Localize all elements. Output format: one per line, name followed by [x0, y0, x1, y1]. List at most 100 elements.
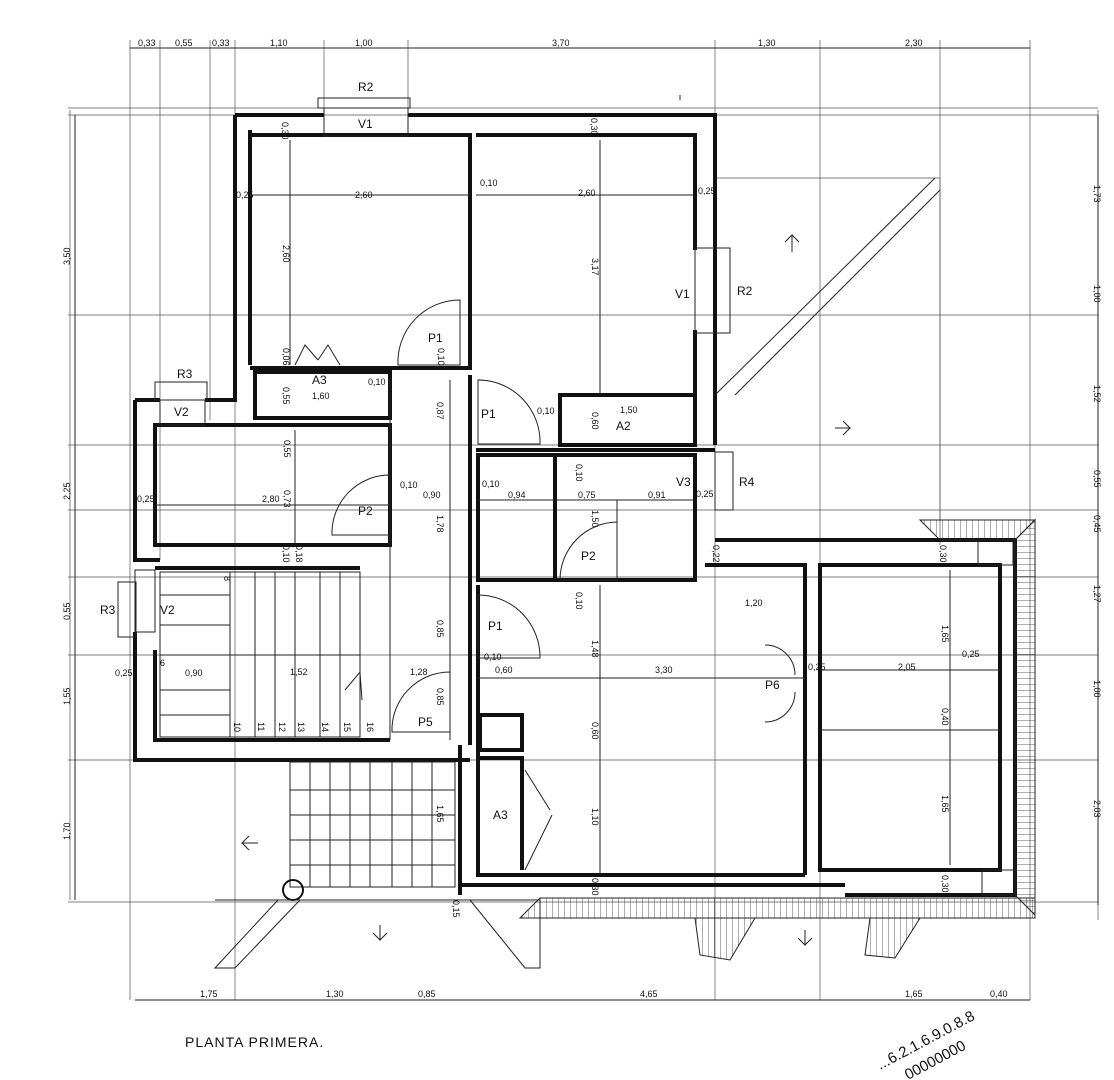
- step-number: 8: [222, 576, 232, 581]
- top-dimensions: 0,33 0,55 0,33 1,10 1,00 3,70 1,30 2,30: [138, 38, 923, 48]
- interior-dim: 0,10: [368, 377, 386, 387]
- bottom-dim: 0,40: [990, 989, 1008, 999]
- interior-dim: 0,55: [282, 440, 292, 458]
- window-label: V1: [358, 117, 373, 131]
- interior-dim: 0,90: [185, 668, 203, 678]
- interior-dim: 2,60: [578, 188, 596, 198]
- interior-dim: 0,30: [589, 118, 599, 136]
- interior-dim: 0,60: [590, 722, 600, 740]
- doors: [294, 299, 796, 871]
- interior-dim: 1,60: [312, 391, 330, 401]
- interior-dim: 0,06: [281, 348, 291, 366]
- left-dim: 1,70: [62, 822, 72, 840]
- interior-dim: 0,25: [236, 190, 254, 200]
- interior-dim: 2,60: [355, 190, 373, 200]
- interior-dim: 0,85: [435, 688, 445, 706]
- interior-dim: 2,05: [898, 662, 916, 672]
- right-dim: 2,03: [1092, 800, 1102, 818]
- interior-dim: 0,75: [578, 490, 596, 500]
- interior-dim: 0,30: [280, 122, 290, 140]
- interior-dimensions: 0,30 0,30 0,25 2,60 0,10 2,60 2,60 3,17 …: [115, 118, 980, 918]
- left-dim: 3,50: [62, 247, 72, 265]
- right-dim: 0,55: [1092, 470, 1102, 488]
- plan-title: PLANTA PRIMERA.: [185, 1034, 324, 1050]
- windows: [117, 97, 734, 638]
- column-marker: [282, 879, 304, 901]
- interior-dim: 0,25: [698, 186, 716, 196]
- step-number: 6: [160, 658, 165, 668]
- interior-dim: 3,30: [655, 665, 673, 675]
- door-label: P5: [418, 715, 433, 729]
- interior-dim: 1,52: [290, 667, 308, 677]
- opening-labels: R2 V1 R2 V1 P1 A3 P1 A2 R3 V2 P2 V3 R4 P…: [100, 80, 780, 822]
- interior-dim: 1,28: [410, 667, 428, 677]
- interior-dim: 0,10: [400, 480, 418, 490]
- left-dim: 1,55: [62, 687, 72, 705]
- interior-dim: 0,30: [938, 545, 948, 563]
- step-number: 16: [365, 722, 375, 732]
- interior-dim: 0,25: [808, 662, 826, 672]
- stamp: ...6.2.1.6.9.0.8.8 00000000: [874, 1008, 978, 1080]
- interior-dim: 2,80: [262, 494, 280, 504]
- left-dim: 2,25: [62, 482, 72, 500]
- interior-dim: 1,65: [940, 625, 950, 643]
- interior-dim: 0,91: [648, 490, 666, 500]
- interior-dim: 1,10: [590, 808, 600, 826]
- step-number: 14: [320, 722, 330, 732]
- interior-dim: 1,50: [590, 510, 600, 528]
- door-label: P1: [481, 407, 496, 421]
- right-dim: 1,73: [1092, 185, 1102, 203]
- right-dim: 1,00: [1092, 680, 1102, 698]
- top-dim: 0,33: [138, 38, 156, 48]
- right-dimensions: 1,73 1,00 1,52 0,55 0,45 1,27 1,00 2,03: [1092, 185, 1102, 818]
- interior-dim: 1,50: [620, 405, 638, 415]
- top-dim: 1,00: [355, 38, 373, 48]
- direction-arrows: [240, 95, 852, 947]
- door-label: P1: [488, 619, 503, 633]
- step-number: 10: [232, 722, 242, 732]
- door-label: P2: [581, 549, 596, 563]
- interior-dim: 0,10: [480, 178, 498, 188]
- top-dim: 2,30: [905, 38, 923, 48]
- interior-dim: 0,10: [484, 652, 502, 662]
- interior-dim: 1,48: [590, 640, 600, 658]
- interior-dim: 0,25: [115, 668, 133, 678]
- interior-dim: 0,25: [962, 649, 980, 659]
- step-number: 11: [256, 722, 266, 731]
- interior-dim: 0,18: [294, 545, 304, 563]
- bottom-dim: 4,65: [640, 989, 658, 999]
- right-dim: 1,00: [1092, 285, 1102, 303]
- interior-dim: 0,25: [696, 489, 714, 499]
- door-label: P6: [765, 678, 780, 692]
- interior-dim: 0,10: [281, 545, 291, 563]
- window-label: R3: [177, 367, 193, 381]
- partitions: [155, 140, 1000, 875]
- interior-dim: 0,10: [574, 592, 584, 610]
- interior-dim: 0,60: [590, 412, 600, 430]
- interior-dim: 1,78: [435, 515, 445, 533]
- stair-step-numbers: 6 8 10 11 12 13 14 15 16: [160, 576, 375, 732]
- top-dim: 1,30: [758, 38, 776, 48]
- step-number: 15: [342, 722, 352, 732]
- interior-dim: 0,90: [423, 490, 441, 500]
- bottom-dim: 1,65: [905, 989, 923, 999]
- right-dim: 0,45: [1092, 515, 1102, 533]
- window-label: V2: [160, 603, 175, 617]
- interior-dim: 0,55: [281, 387, 291, 405]
- interior-dim: 0,25: [137, 494, 155, 504]
- interior-dim: 0,60: [495, 665, 513, 675]
- top-dim: 1,10: [270, 38, 288, 48]
- interior-dim: 1,65: [435, 805, 445, 823]
- interior-dim: 0,40: [940, 708, 950, 726]
- window-label: R2: [737, 284, 753, 298]
- interior-dim: 3,17: [590, 258, 600, 276]
- interior-dim: 1,65: [940, 795, 950, 813]
- door-label: P2: [358, 504, 373, 518]
- interior-dim: 2,60: [281, 245, 291, 263]
- window-label: V1: [675, 287, 690, 301]
- grid-lines: [68, 40, 1099, 1000]
- staircase: [159, 571, 470, 901]
- dimension-lines: [74, 47, 1099, 1001]
- roof-eaves: [213, 177, 1037, 969]
- right-dim: 1,27: [1092, 585, 1102, 603]
